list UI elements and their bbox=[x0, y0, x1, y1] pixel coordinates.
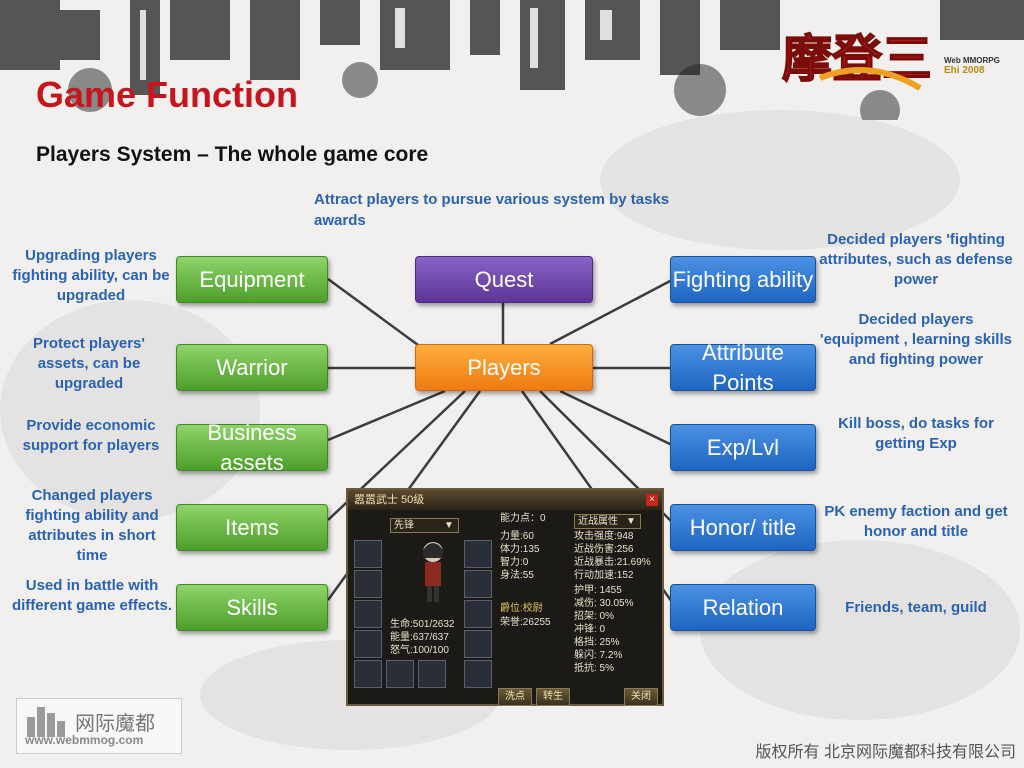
panel-dropdown-2-arrow: ▼ bbox=[626, 516, 636, 527]
points-value: 0 bbox=[540, 513, 546, 524]
logo-line-1: Web MMORPG bbox=[944, 56, 1000, 65]
equip-slot-4 bbox=[354, 630, 382, 658]
modeng-sanguo-logo: 摩登三国 bbox=[781, 29, 930, 91]
attribute-points-box: Attribute Points bbox=[670, 340, 816, 395]
equip-slot-9 bbox=[464, 570, 492, 598]
panel-dropdown-1-arrow: ▼ bbox=[444, 520, 454, 531]
relation-note: Friends, team, guild bbox=[845, 599, 987, 616]
equip-slot-12 bbox=[464, 660, 492, 688]
copyright-text: 版权所有 北京网际魔都科技有限公司 bbox=[755, 744, 1016, 761]
warrior-box: Warrior bbox=[176, 344, 328, 391]
panel-dropdown-2: 近战属性 bbox=[574, 514, 641, 529]
character-panel-screenshot: 嚣嚣武士 50级 × 先锋 ▼ 生命:501/2632 能量:637/637 怒… bbox=[346, 488, 664, 706]
honor-title-box: Honor/ title bbox=[670, 504, 816, 551]
panel-title: 嚣嚣武士 50级 bbox=[348, 490, 662, 510]
honor-title-note: PK enemy faction and get honor and title bbox=[824, 503, 1008, 540]
character-avatar bbox=[423, 542, 443, 602]
logo-tagline: Web MMORPG Ehi 2008 bbox=[944, 56, 1014, 76]
logo-line-2: Ehi 2008 bbox=[944, 65, 985, 76]
skills-note: Used in battle with different game effec… bbox=[11, 577, 173, 614]
honor-label: 荣誉:26255 bbox=[500, 617, 551, 628]
close-icon: × bbox=[646, 494, 658, 506]
footer-logo-url: www.webmmog.com bbox=[25, 733, 144, 747]
rebirth-button: 转生 bbox=[536, 688, 570, 706]
equip-slot-1 bbox=[354, 540, 382, 568]
equip-slot-11 bbox=[464, 630, 492, 658]
equip-slot-7 bbox=[418, 660, 446, 688]
skills-box: Skills bbox=[176, 584, 328, 631]
items-note: Changed players fighting ability and att… bbox=[25, 487, 159, 564]
quest-box: Quest bbox=[415, 256, 593, 303]
exp-lvl-note: Kill boss, do tasks for getting Exp bbox=[838, 415, 994, 452]
webmmog-logo: 网际魔都 www.webmmog.com bbox=[16, 698, 182, 754]
combat-attributes: 攻击强度:948 近战伤害:256 近战暴击:21.69% 行动加速:152 bbox=[574, 531, 651, 581]
equipment-box: Equipment bbox=[176, 256, 328, 303]
points-label: 能力点： bbox=[500, 513, 540, 524]
players-box: Players bbox=[415, 344, 593, 391]
business-assets-note: Provide economic support for players bbox=[22, 417, 160, 454]
equip-slot-2 bbox=[354, 570, 382, 598]
building-icon bbox=[27, 707, 65, 737]
page-subtitle: Players System – The whole game core bbox=[36, 143, 429, 166]
rank-label: 爵位:校尉 bbox=[500, 603, 543, 614]
city-skyline-graphic bbox=[0, 0, 1024, 120]
attribute-points-note: Decided players 'equipment , learning sk… bbox=[820, 311, 1012, 368]
items-box: Items bbox=[176, 504, 328, 551]
page-title: Game Function bbox=[36, 74, 299, 115]
business-assets-box: Business assets bbox=[176, 420, 328, 475]
equipment-note: Upgrading players fighting ability, can … bbox=[12, 247, 170, 304]
equip-slot-6 bbox=[386, 660, 414, 688]
fighting-ability-box: Fighting ability bbox=[670, 256, 816, 303]
footer-logo-cn: 网际魔都 bbox=[75, 713, 155, 735]
equip-slot-8 bbox=[464, 540, 492, 568]
relation-box: Relation bbox=[670, 584, 816, 631]
warrior-note: Protect players' assets, can be upgraded bbox=[33, 335, 145, 392]
base-attributes: 力量:60 体力:135 智力:0 身法:55 bbox=[500, 531, 540, 581]
equip-slot-5 bbox=[354, 660, 382, 688]
close-button: 关闭 bbox=[624, 688, 658, 706]
equip-slot-10 bbox=[464, 600, 492, 628]
exp-lvl-box: Exp/Lvl bbox=[670, 424, 816, 471]
equip-slot-3 bbox=[354, 600, 382, 628]
wash-points-button: 洗点 bbox=[498, 688, 532, 706]
defense-attributes: 护甲: 1455 减伤: 30.05% 招架: 0% 冲锋: 0 格挡: 25%… bbox=[574, 585, 634, 674]
fighting-ability-note: Decided players 'fighting attributes, su… bbox=[819, 231, 1013, 288]
panel-vitals: 生命:501/2632 能量:637/637 怒气:100/100 bbox=[390, 619, 455, 656]
panel-dropdown-1: 先锋 bbox=[390, 518, 459, 533]
quest-note: Attract players to pursue various system… bbox=[314, 191, 670, 229]
